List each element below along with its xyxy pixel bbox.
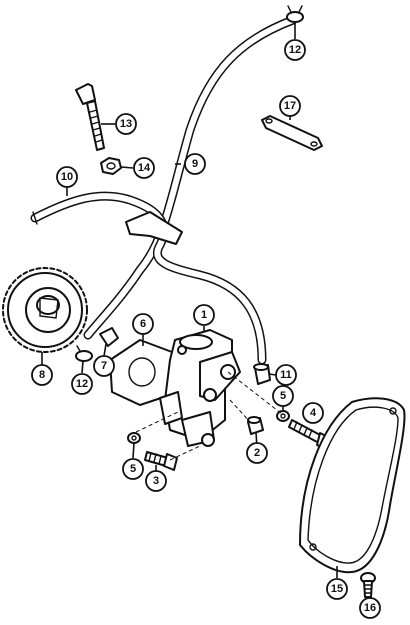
callout-8: 8 bbox=[31, 364, 53, 386]
callout-5-left-label: 5 bbox=[130, 463, 136, 475]
cover-screw bbox=[360, 572, 376, 598]
callout-3: 3 bbox=[145, 470, 167, 492]
callout-12-top: 12 bbox=[284, 39, 306, 61]
callout-11: 11 bbox=[275, 364, 297, 386]
callout-6: 6 bbox=[132, 313, 154, 335]
mounting-bolt-left bbox=[144, 451, 178, 471]
callout-16: 16 bbox=[359, 597, 381, 619]
callout-13: 13 bbox=[115, 113, 137, 135]
callout-13-label: 13 bbox=[120, 118, 132, 130]
callout-10: 10 bbox=[56, 166, 78, 188]
callout-2-label: 2 bbox=[254, 447, 260, 459]
callout-15: 15 bbox=[326, 578, 348, 600]
callout-5-right: 5 bbox=[272, 385, 294, 407]
washer-right bbox=[276, 410, 290, 422]
callout-8-label: 8 bbox=[39, 369, 45, 381]
callout-10-label: 10 bbox=[61, 171, 73, 183]
callout-4-label: 4 bbox=[310, 407, 317, 419]
callout-12-lower: 12 bbox=[71, 373, 93, 395]
callout-16-label: 16 bbox=[364, 602, 376, 614]
callout-3-label: 3 bbox=[153, 475, 159, 487]
callout-17: 17 bbox=[279, 95, 301, 117]
oil-hose-short bbox=[30, 191, 267, 365]
oil-hose-long bbox=[83, 15, 298, 340]
adjusting-cap bbox=[253, 363, 271, 385]
callout-9: 9 bbox=[184, 153, 206, 175]
callout-5-right-label: 5 bbox=[280, 390, 286, 402]
bracket-plate bbox=[261, 115, 323, 151]
callout-5-left: 5 bbox=[122, 458, 144, 480]
washer-left bbox=[127, 432, 141, 444]
oil-pump-body bbox=[159, 329, 241, 447]
callout-1: 1 bbox=[193, 304, 215, 326]
hose-retainer-clip bbox=[99, 327, 119, 347]
callout-15-label: 15 bbox=[331, 583, 343, 595]
pump-gasket bbox=[109, 339, 173, 406]
callout-4: 4 bbox=[302, 402, 324, 424]
callout-6-label: 6 bbox=[140, 318, 146, 330]
callout-14-label: 14 bbox=[138, 162, 151, 174]
hex-nut bbox=[100, 157, 122, 175]
stud-bolt bbox=[75, 83, 105, 151]
alignment-lines bbox=[135, 371, 283, 461]
hose-clamp-lower bbox=[75, 345, 93, 362]
callout-12-top-label: 12 bbox=[289, 44, 301, 56]
cover-gasket bbox=[299, 397, 406, 574]
callout-12-lower-label: 12 bbox=[76, 378, 88, 390]
callout-11-label: 11 bbox=[280, 369, 292, 381]
screw-plug bbox=[247, 416, 264, 435]
callout-17-label: 17 bbox=[284, 100, 296, 112]
callout-2: 2 bbox=[246, 442, 268, 464]
hose-clip bbox=[125, 211, 183, 245]
callout-7: 7 bbox=[93, 355, 115, 377]
callout-14: 14 bbox=[133, 157, 155, 179]
callout-1-label: 1 bbox=[201, 309, 207, 321]
drive-gear bbox=[2, 267, 88, 353]
callout-7-label: 7 bbox=[101, 360, 107, 372]
hose-clamp-top bbox=[286, 5, 304, 23]
callout-9-label: 9 bbox=[192, 158, 198, 170]
